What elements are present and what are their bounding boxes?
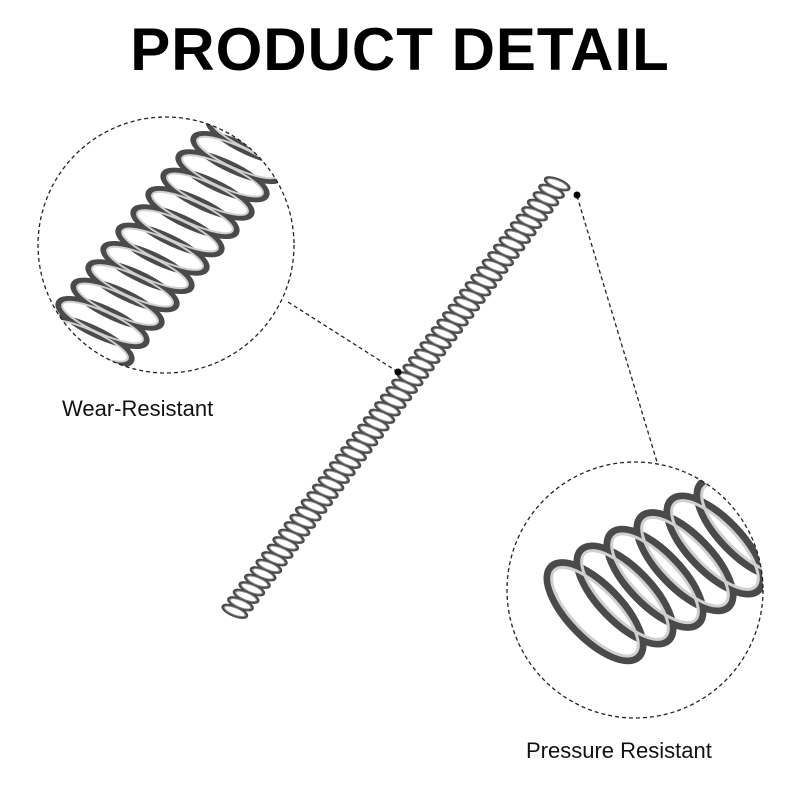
spring-coil xyxy=(365,418,387,430)
spring-coil xyxy=(337,455,359,468)
spring-coil xyxy=(145,185,240,240)
spring-coil xyxy=(573,542,677,648)
callout-dot-wear xyxy=(394,368,402,376)
spring-coil xyxy=(100,240,195,295)
spring-coil xyxy=(450,305,472,318)
spring-coil xyxy=(467,283,489,295)
spring-coil xyxy=(610,532,700,625)
spring-coil xyxy=(175,149,270,203)
spring-coil xyxy=(359,425,382,438)
spring-coil xyxy=(633,509,737,615)
wear-resistant-label: Wear-Resistant xyxy=(62,396,214,421)
spring-coil xyxy=(252,568,274,580)
pressure-resistant-label: Pressure Resistant xyxy=(526,738,712,763)
spring-coil xyxy=(314,485,337,498)
spring-coil xyxy=(540,185,563,198)
spring-coil xyxy=(506,230,529,243)
spring-coil xyxy=(241,583,263,595)
spring-coil xyxy=(670,499,760,591)
spring-coil xyxy=(160,167,255,221)
spring-coil xyxy=(455,298,478,310)
spring-coil xyxy=(427,335,450,348)
compression-spring-illustration xyxy=(221,176,571,619)
page-title: PRODUCT DETAIL xyxy=(130,16,670,83)
spring-coil xyxy=(382,395,404,408)
spring-coil xyxy=(603,525,707,631)
callout-dot-pressure xyxy=(573,191,581,199)
spring-coil xyxy=(518,215,540,228)
spring-coil xyxy=(495,245,518,258)
spring-coil xyxy=(308,493,331,505)
spring-coil xyxy=(640,515,730,608)
spring-coil xyxy=(535,193,557,205)
spring-coil xyxy=(331,463,354,475)
spring-coil xyxy=(303,500,325,513)
spring-coil xyxy=(258,560,280,573)
spring-coil xyxy=(472,275,495,288)
spring-coil xyxy=(393,380,416,393)
spring-coil xyxy=(354,433,376,445)
spring-coil xyxy=(444,313,467,325)
spring-coil xyxy=(405,365,427,378)
spring-coil xyxy=(320,478,342,490)
spring-coil xyxy=(550,565,640,658)
spring-coil xyxy=(422,343,444,355)
spring-coil xyxy=(297,508,320,520)
spring-coil xyxy=(433,328,455,340)
spring-coil xyxy=(410,358,433,370)
spring-coil xyxy=(115,222,210,276)
spring-coil xyxy=(130,204,225,258)
spring-coil xyxy=(478,268,501,280)
spring-coil xyxy=(70,277,165,331)
spring-coil xyxy=(523,208,546,220)
spring-coil xyxy=(529,200,551,213)
spring-coil xyxy=(76,282,159,326)
spring-coil xyxy=(85,259,180,313)
spring-coil xyxy=(342,448,365,460)
spring-coil xyxy=(489,253,512,265)
spring-coil xyxy=(388,388,410,400)
spring-coil xyxy=(325,470,348,483)
spring-coil xyxy=(269,545,291,558)
spring-coil xyxy=(55,295,150,350)
spring-coil xyxy=(121,227,204,271)
callout-line-wear xyxy=(287,301,399,373)
spring-closeup-detail xyxy=(37,116,295,374)
spring-coil xyxy=(274,538,297,550)
spring-end-closeup xyxy=(506,461,764,719)
spring-coil xyxy=(224,605,246,618)
spring-coil xyxy=(416,350,438,363)
spring-coil xyxy=(235,590,257,603)
spring-coil xyxy=(246,575,269,588)
callout-line-pressure xyxy=(576,195,658,463)
spring-coil xyxy=(580,549,670,641)
spring-coil xyxy=(291,515,314,528)
spring-coil xyxy=(166,172,249,216)
spring-coil xyxy=(280,530,303,543)
spring-coil xyxy=(263,553,286,565)
spring-coil xyxy=(371,410,393,423)
spring-coil xyxy=(663,492,763,598)
spring-coil xyxy=(376,403,399,415)
spring-coil xyxy=(501,238,523,250)
spring-coil xyxy=(229,598,252,610)
spring-coil xyxy=(546,178,568,190)
spring-coil xyxy=(543,559,647,665)
spring-coil xyxy=(286,523,308,535)
spring-coil xyxy=(512,223,534,235)
spring-coil xyxy=(484,260,506,273)
spring-coil xyxy=(348,440,370,453)
spring-coil xyxy=(461,290,484,303)
spring-coil xyxy=(543,176,571,192)
spring-coil xyxy=(693,475,763,581)
spring-coil xyxy=(438,320,461,333)
